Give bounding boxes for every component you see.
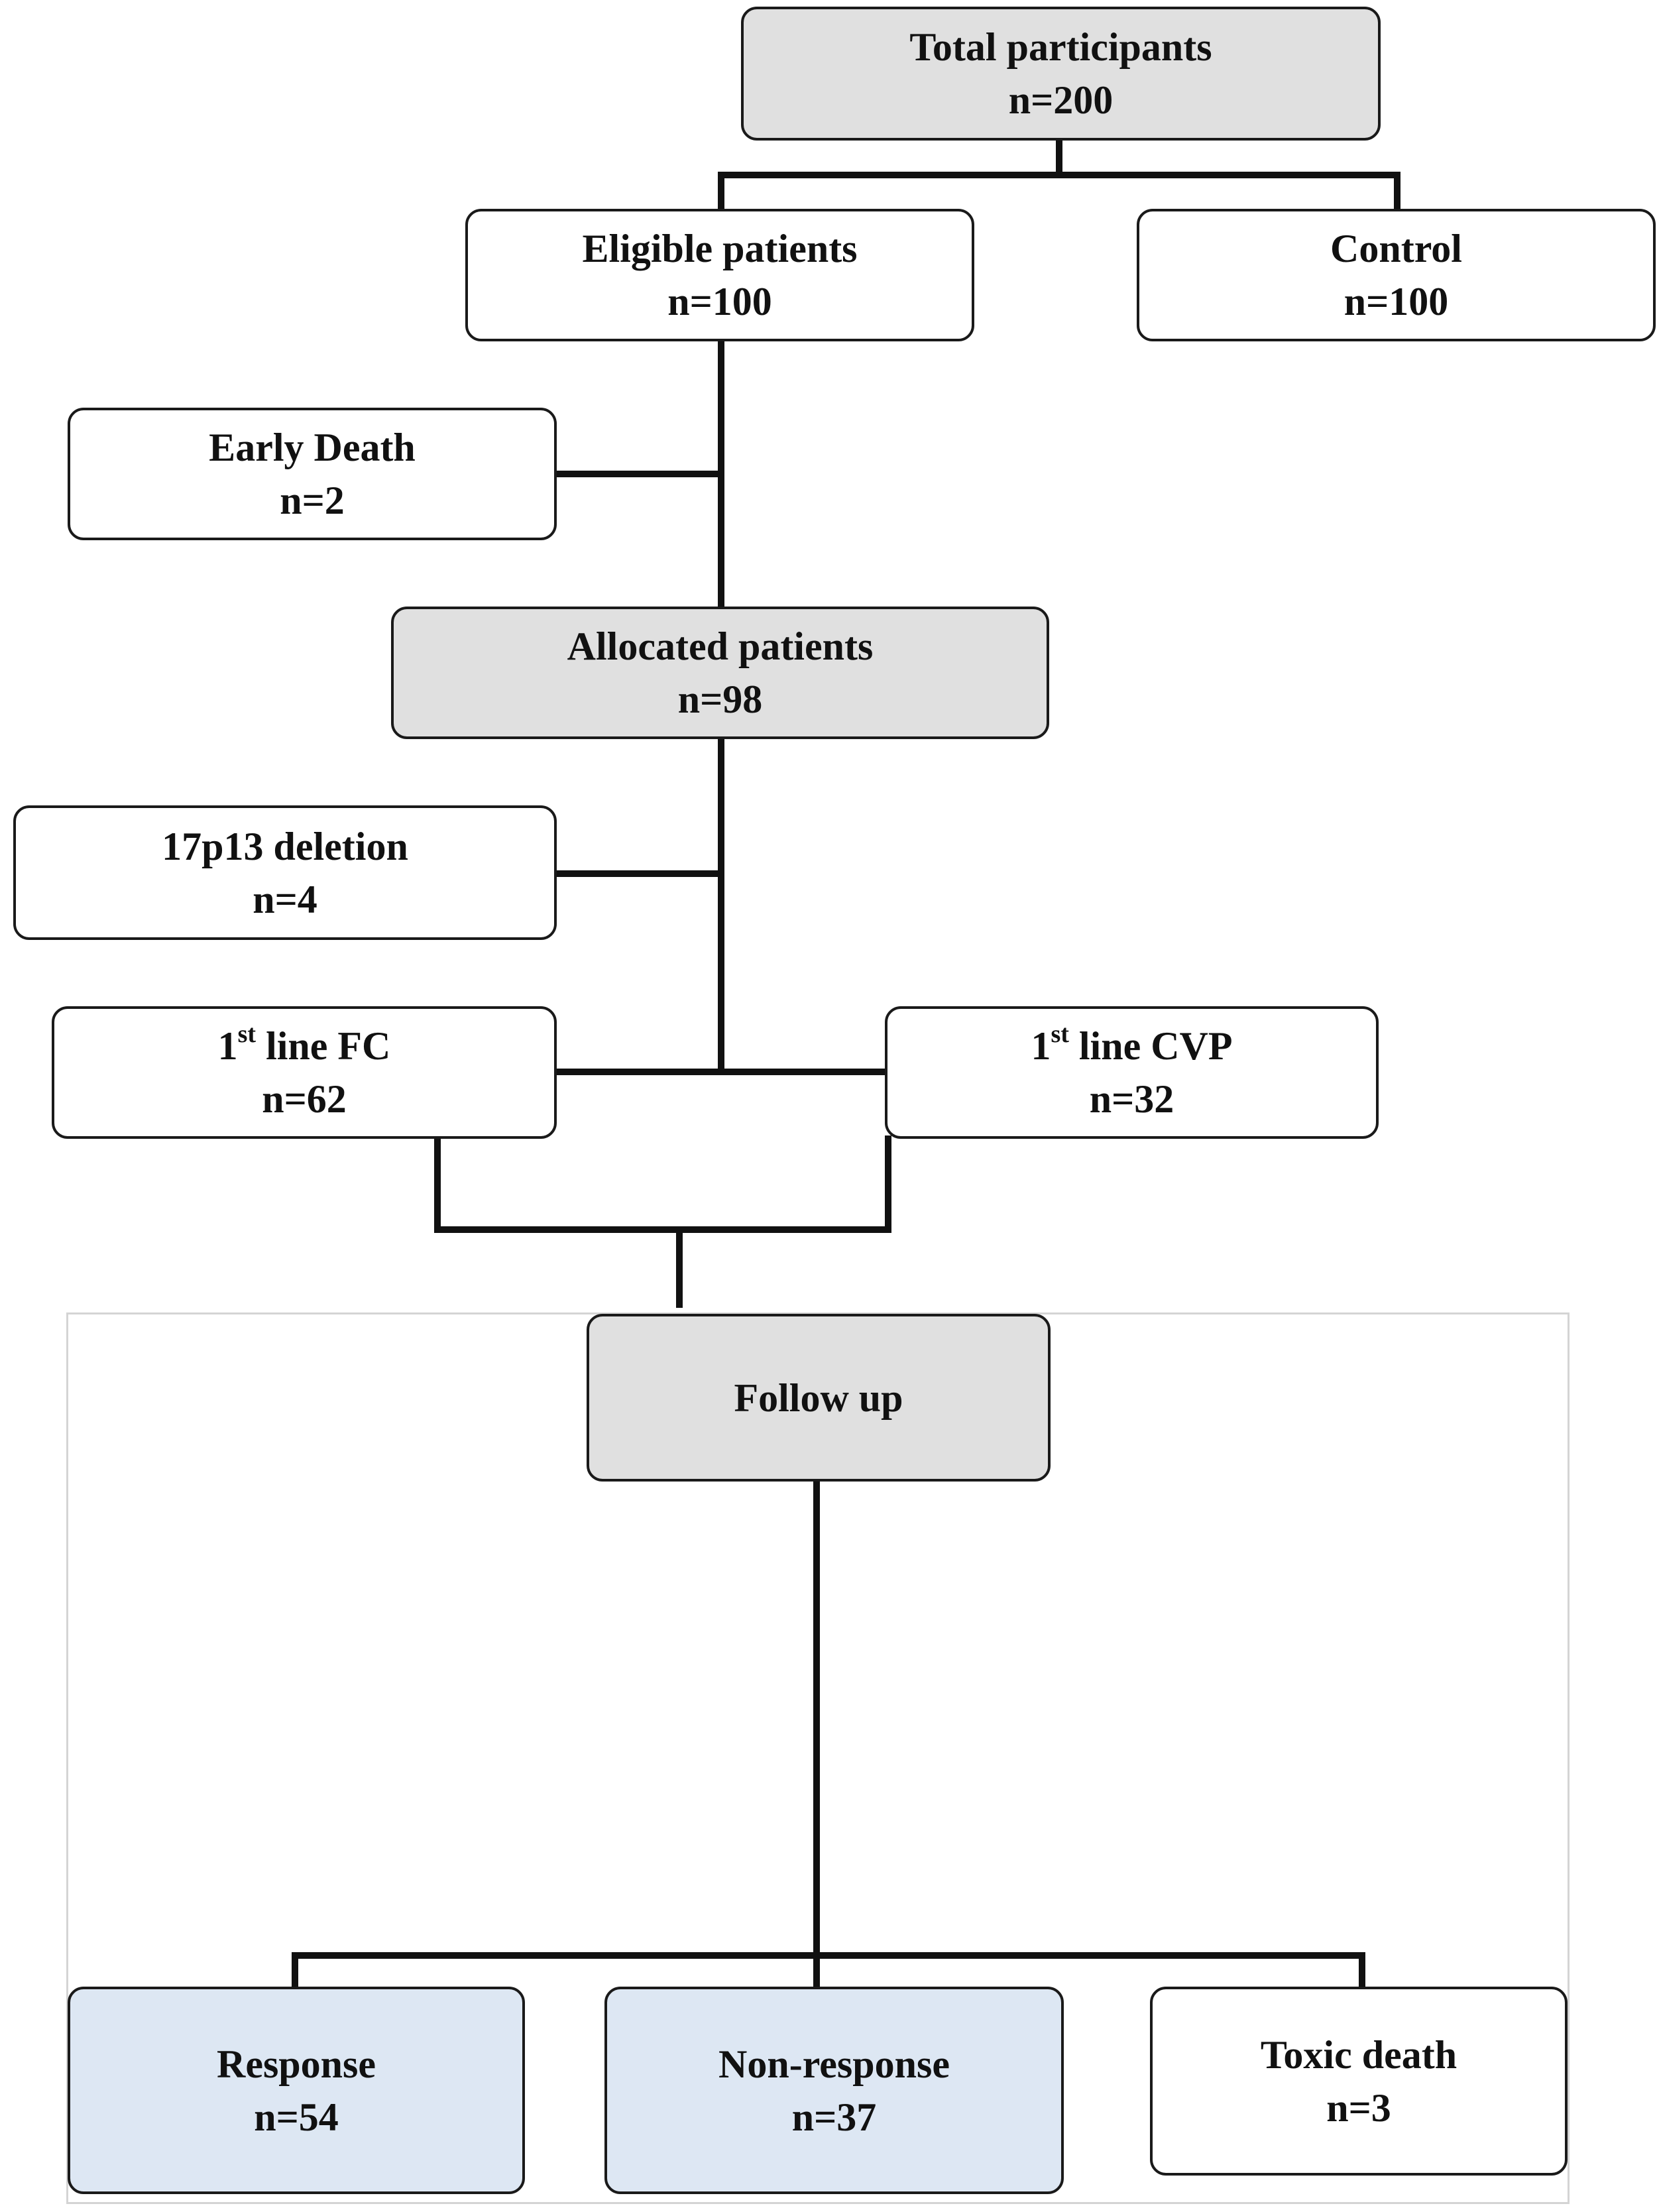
total-participants-box: Total participants n=200 — [741, 7, 1381, 141]
toxic-death-label: Toxic death — [1260, 2032, 1457, 2077]
fc-ordinal-suffix: st — [237, 1020, 257, 1048]
early-death-count: n=2 — [280, 479, 345, 522]
fc-line-text: line FC — [256, 1024, 391, 1068]
allocated-patients-label: Allocated patients — [567, 624, 874, 668]
toxic-death-count: n=3 — [1326, 2085, 1391, 2130]
early-death-box: Early Death n=2 — [68, 408, 557, 540]
cvp-ordinal-suffix: st — [1051, 1020, 1069, 1048]
first-line-fc-box: 1st line FC n=62 — [52, 1006, 557, 1139]
follow-up-label: Follow up — [734, 1375, 903, 1420]
control-label: Control — [1330, 227, 1462, 270]
response-box: Response n=54 — [68, 1987, 525, 2194]
deletion-label: 17p13 deletion — [162, 824, 408, 868]
control-box: Control n=100 — [1137, 209, 1656, 341]
fc-ordinal-number: 1 — [217, 1024, 238, 1068]
deletion-box: 17p13 deletion n=4 — [13, 805, 557, 940]
toxic-death-box: Toxic death n=3 — [1150, 1987, 1568, 2176]
non-response-label: Non-response — [718, 2042, 950, 2086]
response-label: Response — [216, 2042, 376, 2086]
first-line-fc-count: n=62 — [262, 1077, 347, 1121]
first-line-cvp-label: 1st line CVP — [1031, 1019, 1232, 1073]
total-participants-label: Total participants — [909, 25, 1212, 69]
cvp-ordinal-number: 1 — [1031, 1024, 1051, 1068]
cvp-line-text: line CVP — [1068, 1024, 1233, 1068]
total-participants-count: n=200 — [1008, 78, 1114, 122]
eligible-patients-label: Eligible patients — [582, 227, 858, 270]
connector-treatment-merge — [434, 1135, 891, 1308]
allocated-patients-box: Allocated patients n=98 — [391, 607, 1049, 739]
deletion-count: n=4 — [253, 877, 317, 921]
connector-outcomes-split — [292, 1952, 1365, 1990]
first-line-fc-label: 1st line FC — [218, 1019, 391, 1073]
response-count: n=54 — [254, 2095, 339, 2139]
eligible-patients-box: Eligible patients n=100 — [465, 209, 974, 341]
allocated-patients-count: n=98 — [677, 677, 763, 721]
first-line-cvp-count: n=32 — [1089, 1077, 1174, 1121]
follow-up-box: Follow up — [587, 1314, 1051, 1482]
first-line-cvp-box: 1st line CVP n=32 — [885, 1006, 1379, 1139]
non-response-count: n=37 — [791, 2095, 877, 2139]
non-response-box: Non-response n=37 — [604, 1987, 1064, 2194]
control-count: n=100 — [1343, 280, 1449, 323]
follow-up-panel — [66, 1312, 1570, 2204]
connector-total-split — [718, 137, 1400, 212]
early-death-label: Early Death — [209, 426, 416, 469]
eligible-patients-count: n=100 — [667, 280, 772, 323]
